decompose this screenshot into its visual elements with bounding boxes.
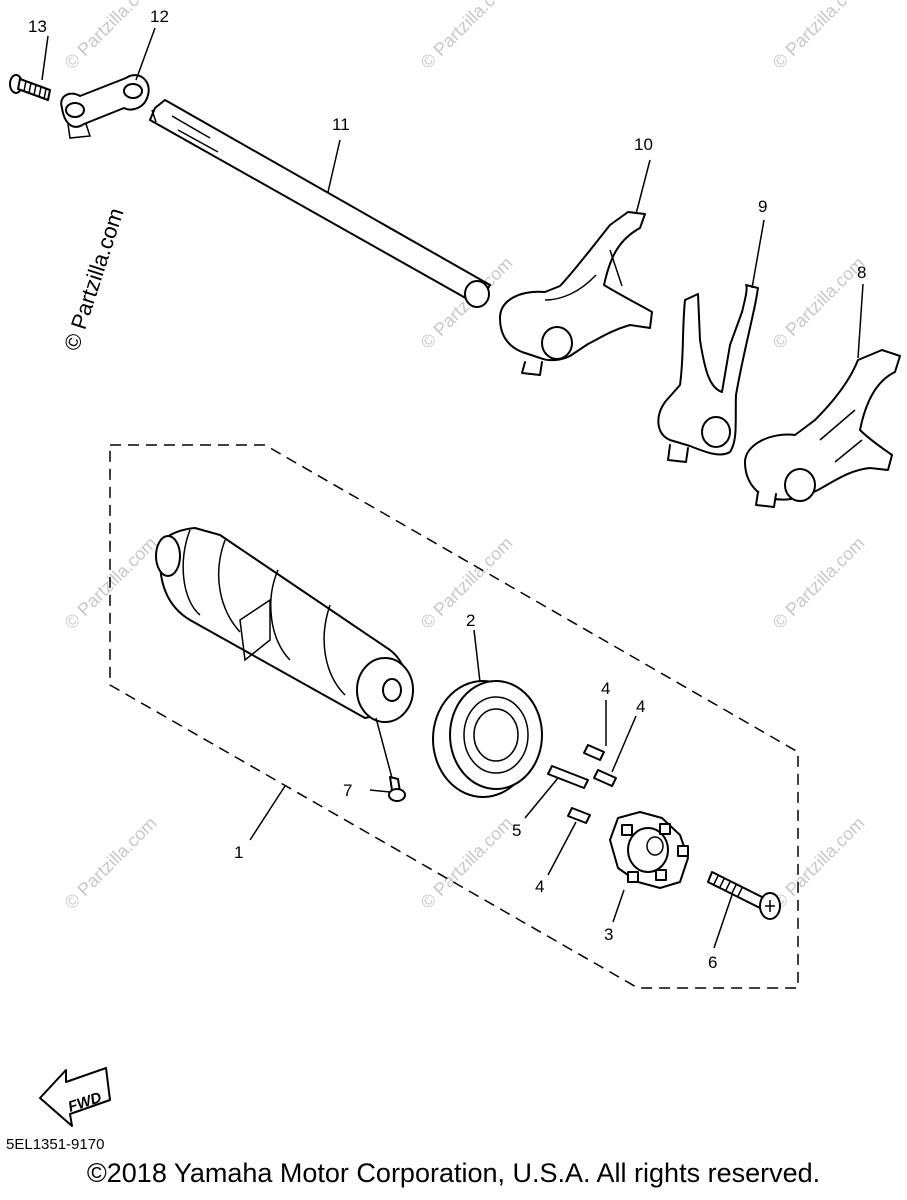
diagram-code: 5EL1351-9170 [6, 1136, 105, 1153]
part-4-pin [583, 744, 605, 761]
callout-5: 5 [512, 821, 521, 840]
callout-9: 9 [758, 197, 767, 216]
callout-12: 12 [150, 7, 169, 26]
callout-13: 13 [28, 17, 47, 36]
callout-11: 11 [332, 115, 350, 134]
callout-4: 4 [601, 679, 610, 698]
part-9-shift-fork [657, 284, 759, 463]
part-7-pin [388, 776, 406, 802]
part-12-lever [60, 74, 150, 139]
watermark: © Partzilla.com [417, 813, 517, 913]
callout-7: 7 [343, 781, 352, 800]
callout-3: 3 [604, 925, 613, 944]
part-6-bolt [707, 871, 781, 920]
watermark: © Partzilla.com [769, 533, 869, 633]
part-10-shift-fork [499, 211, 653, 376]
part-4-pin [567, 807, 591, 824]
part-4-pin [593, 769, 617, 787]
watermark: © Partzilla.com [417, 0, 517, 73]
watermark: © Partzilla.com [61, 813, 161, 913]
part-2-bearing [432, 680, 543, 798]
callout-6: 6 [708, 953, 717, 972]
callout-1: 1 [234, 843, 243, 862]
callout-8: 8 [857, 263, 866, 282]
part-13-screw [9, 74, 51, 101]
callout-2: 2 [466, 611, 475, 630]
part-3-segment [609, 811, 689, 889]
watermark: © Partzilla.com [769, 0, 869, 73]
callout-10: 10 [634, 135, 653, 154]
watermark: © Partzilla.com [769, 813, 869, 913]
watermark: © Partzilla.com [61, 0, 161, 73]
fwd-arrow: FWD [39, 1067, 111, 1127]
copyright-notice: ©2018 Yamaha Motor Corporation, U.S.A. A… [86, 1158, 821, 1188]
callout-labels: 13 12 11 10 9 8 2 4 4 7 5 1 4 3 6 [28, 7, 866, 972]
part-1-shift-drum [155, 527, 414, 723]
leader-lines [41, 27, 864, 949]
part-5-pin [547, 765, 589, 789]
watermark: © Partzilla.com [769, 253, 869, 353]
callout-4: 4 [535, 877, 544, 896]
callout-4: 4 [636, 697, 645, 716]
part-11-shaft [149, 99, 491, 308]
assembly-boundary [109, 444, 799, 989]
watermark-vertical: © Partzilla.com [59, 205, 129, 354]
part-8-shift-fork [744, 349, 901, 508]
